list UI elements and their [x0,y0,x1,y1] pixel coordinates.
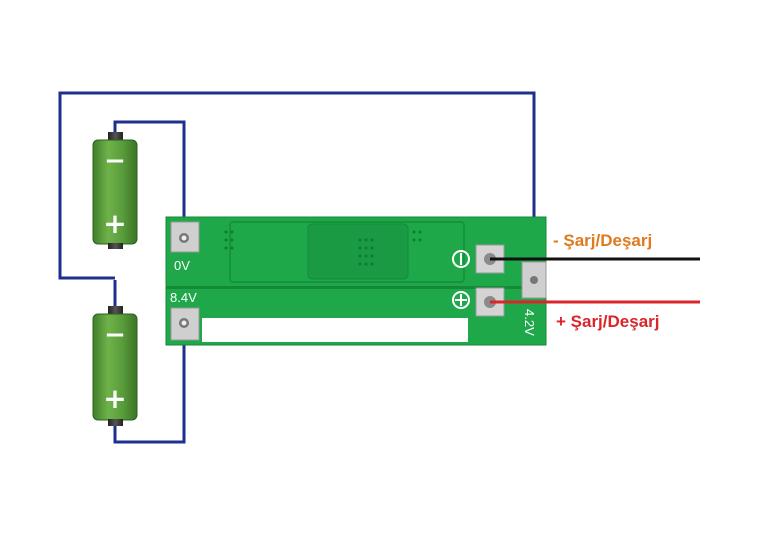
blue-wires [58,91,536,444]
battery-2-plus: + [103,382,126,415]
battery-1-plus: + [103,207,126,240]
pad-4v2 [521,261,547,299]
battery-1-minus: − [104,146,126,176]
plus-symbol-icon [452,291,470,309]
label-0v: 0V [174,258,190,273]
label-positive-charge-discharge: + Şarj/Deşarj [556,312,660,331]
pcb-vias [224,230,422,266]
pcb-white-strip [202,318,468,342]
minus-symbol-icon [452,250,470,268]
wire-top-loop [58,91,536,280]
wire-battery2-plus [113,322,186,444]
pad-0v [170,221,200,253]
label-negative-charge-discharge: - Şarj/Deşarj [553,231,652,250]
pad-8v4 [170,307,200,341]
label-4v2: 4.2V [522,309,537,336]
battery-2-minus: − [104,320,126,350]
pcb-chip [307,223,409,280]
label-8v4: 8.4V [170,290,197,305]
pcb-divider [166,286,546,289]
battery-2: − + [92,306,138,426]
protection-board: 0V 8.4V 4.2V [165,216,547,346]
battery-1: − + [92,132,138,249]
wire-battery1-plus [113,120,186,238]
